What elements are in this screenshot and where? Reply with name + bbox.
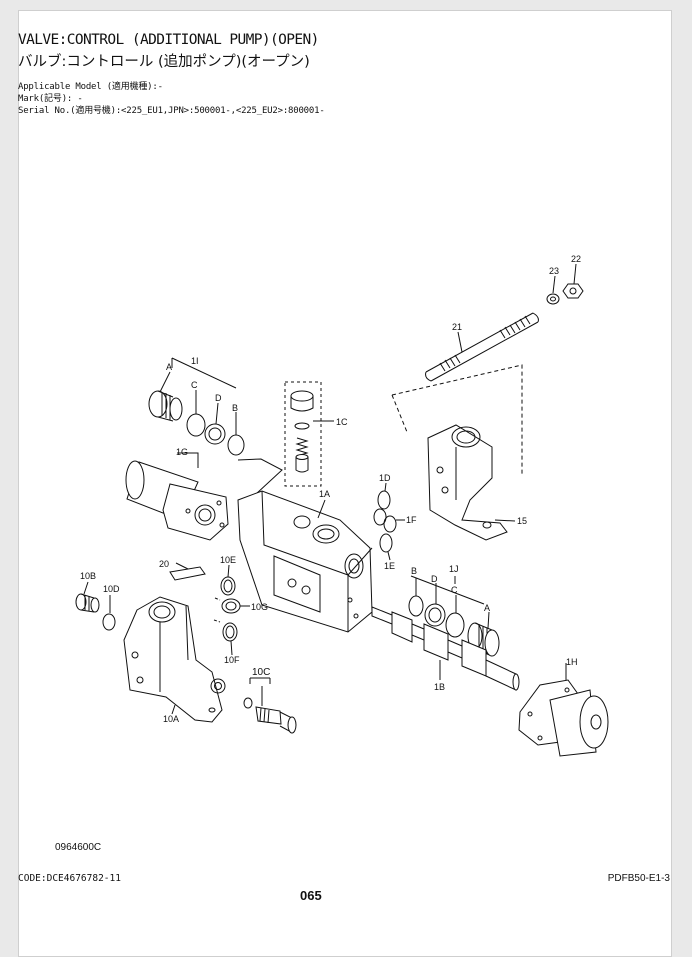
page-title-english: VALVE:CONTROL (ADDITIONAL PUMP)(OPEN) xyxy=(18,32,319,48)
callout-D-bottom[interactable]: D xyxy=(431,574,438,584)
callout-B-top[interactable]: B xyxy=(232,403,238,413)
serial-number-text: Serial No.(適用号機):<225_EU1,JPN>:500001-,<… xyxy=(18,106,325,116)
callout-1J[interactable]: 1J xyxy=(449,564,459,574)
part-21-stud-bolt[interactable] xyxy=(425,312,539,382)
callout-1I[interactable]: 1I xyxy=(191,356,199,366)
callout-20[interactable]: 20 xyxy=(159,559,169,569)
part-1G-solenoid[interactable] xyxy=(125,460,229,541)
part-1D-oring[interactable] xyxy=(377,490,391,510)
callout-labels: 22 23 21 1I A C D B 1C 1G 1D 1A 1F 15 1E… xyxy=(80,254,581,724)
callout-1D[interactable]: 1D xyxy=(379,473,391,483)
callout-C-top[interactable]: C xyxy=(191,380,198,390)
catalog-code: PDFB50-E1-3 xyxy=(607,873,670,884)
page-title-japanese: バルブ:コントロール (追加ポンプ)(オープン) xyxy=(18,54,310,70)
part-10A-valve-body[interactable] xyxy=(123,596,226,723)
part-A-adapter-top[interactable] xyxy=(148,390,183,422)
part-10C-cartridge[interactable] xyxy=(255,706,297,734)
callout-1E[interactable]: 1E xyxy=(384,561,395,571)
callout-10B[interactable]: 10B xyxy=(80,571,96,581)
applicable-model-text: Applicable Model (適用機種):- xyxy=(18,82,163,92)
plug-group-box xyxy=(284,381,322,487)
callout-21[interactable]: 21 xyxy=(452,322,462,332)
part-B-oring-bottom[interactable] xyxy=(408,595,424,617)
document-code: CODE:DCE4676782-11 xyxy=(18,873,121,884)
part-1F-orings[interactable] xyxy=(373,508,397,533)
part-10G-orings[interactable] xyxy=(221,598,241,614)
page-number: 065 xyxy=(300,888,322,903)
part-10D-oring[interactable] xyxy=(102,613,116,631)
part-22-nut[interactable] xyxy=(562,283,584,299)
part-1C-plug-spring[interactable] xyxy=(290,390,314,473)
part-D-backup-ring-bottom[interactable] xyxy=(424,603,446,627)
mark-text: Mark(記号): - xyxy=(18,94,83,104)
callout-1G[interactable]: 1G xyxy=(176,447,188,457)
part-B-oring-top[interactable] xyxy=(227,434,245,456)
callout-C-bottom[interactable]: C xyxy=(451,585,458,595)
callout-1H[interactable]: 1H xyxy=(566,657,578,667)
part-A-adapter-bottom[interactable] xyxy=(467,622,500,657)
part-23-washer[interactable] xyxy=(546,293,560,305)
callout-10C[interactable]: 10C xyxy=(252,667,270,678)
part-10E-orings[interactable] xyxy=(220,576,236,596)
callout-A-bottom[interactable]: A xyxy=(484,603,490,613)
part-10B-plug[interactable] xyxy=(75,593,100,613)
part-10F-orings[interactable] xyxy=(222,622,238,642)
callout-10D[interactable]: 10D xyxy=(103,584,120,594)
part-1B-spool[interactable] xyxy=(371,606,520,691)
callout-1B[interactable]: 1B xyxy=(434,682,445,692)
callout-1F[interactable]: 1F xyxy=(406,515,417,525)
figure-code: 0964600C xyxy=(55,842,102,853)
part-1H-solenoid[interactable] xyxy=(518,679,609,757)
callout-D-top[interactable]: D xyxy=(215,393,222,403)
part-20-plate[interactable] xyxy=(169,566,206,581)
part-D-backup-ring-top[interactable] xyxy=(204,423,226,445)
callout-23[interactable]: 23 xyxy=(549,266,559,276)
callout-1C[interactable]: 1C xyxy=(336,417,348,427)
callout-10E[interactable]: 10E xyxy=(220,555,236,565)
callout-10A[interactable]: 10A xyxy=(163,714,179,724)
part-C-oring-bottom[interactable] xyxy=(445,612,465,638)
callout-15[interactable]: 15 xyxy=(517,516,527,526)
part-1E-oring[interactable] xyxy=(379,533,393,553)
part-10C-oring[interactable] xyxy=(243,697,253,709)
part-C-oring-top[interactable] xyxy=(186,413,206,437)
callout-A-top[interactable]: A xyxy=(166,362,172,372)
callout-1A[interactable]: 1A xyxy=(319,489,330,499)
callout-10F[interactable]: 10F xyxy=(224,655,240,665)
callout-10G[interactable]: 10G xyxy=(251,602,268,612)
part-15-block[interactable] xyxy=(427,424,508,541)
part-1A-valve-body[interactable] xyxy=(237,490,373,633)
callout-B-bottom[interactable]: B xyxy=(411,566,417,576)
callout-22[interactable]: 22 xyxy=(571,254,581,264)
